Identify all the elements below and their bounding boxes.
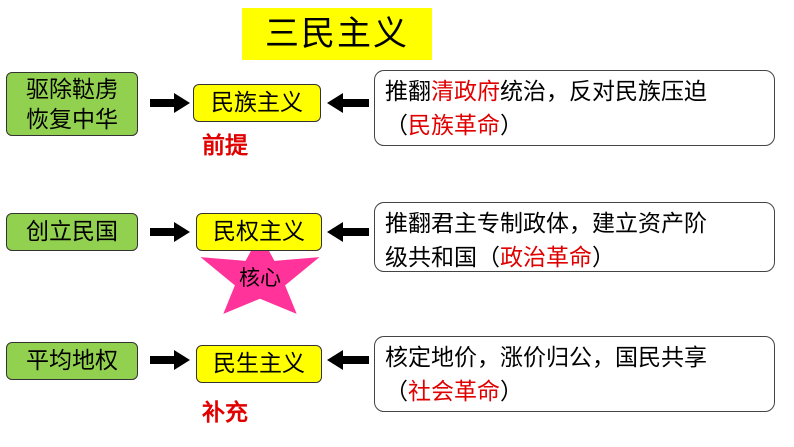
right-arrow-icon (150, 93, 190, 113)
right-arrow-icon (150, 222, 190, 242)
emphasis-text: 民族革命 (408, 113, 500, 139)
emphasis-text: 清政府 (431, 79, 500, 105)
diagram-title: 三民主义 (242, 8, 432, 60)
right-arrow-icon (150, 350, 190, 370)
principle-box-democracy: 民权主义 (196, 213, 322, 251)
description-text: 级共和国（ (385, 245, 500, 271)
note-supplement: 补充 (202, 400, 248, 426)
description-box-democracy: 推翻君主专制政体，建立资产阶 级共和国（政治革命） (374, 202, 775, 272)
left-arrow-icon (327, 350, 369, 370)
principle-box-livelihood: 民生主义 (196, 345, 322, 383)
description-box-nationalism: 推翻清政府统治，反对民族压迫 （民族革命） (374, 70, 775, 146)
slogan-line: 恢复中华 (26, 107, 118, 133)
star-icon (200, 234, 320, 314)
description-line: （民族革命） (385, 109, 764, 143)
description-line: 推翻清政府统治，反对民族压迫 (385, 75, 764, 109)
description-line: 推翻君主专制政体，建立资产阶 (385, 211, 707, 237)
slogan-line: 驱除鞑虏 (26, 77, 118, 103)
note-premise: 前提 (202, 133, 248, 159)
slogan-box-livelihood: 平均地权 (6, 342, 138, 380)
left-arrow-icon (327, 93, 369, 113)
description-text: （ (385, 113, 408, 139)
description-line: （社会革命） (385, 375, 764, 409)
description-text: ） (592, 245, 615, 271)
description-box-livelihood: 核定地价，涨价归公，国民共享 （社会革命） (374, 336, 775, 412)
description-text: （ (385, 379, 408, 405)
slogan-box-nationalism: 驱除鞑虏 恢复中华 (6, 72, 138, 136)
emphasis-text: 政治革命 (500, 245, 592, 271)
slogan-box-democracy: 创立民国 (6, 213, 138, 251)
principle-box-nationalism: 民族主义 (193, 84, 321, 122)
left-arrow-icon (327, 222, 369, 242)
star-label-core: 核心 (239, 266, 281, 290)
description-text: 推翻 (385, 79, 431, 105)
emphasis-text: 社会革命 (408, 379, 500, 405)
description-text: ） (500, 379, 523, 405)
description-line: 级共和国（政治革命） (385, 241, 764, 275)
description-text: 统治，反对民族压迫 (500, 79, 707, 105)
description-line: 核定地价，涨价归公，国民共享 (385, 345, 707, 371)
description-text: ） (500, 113, 523, 139)
